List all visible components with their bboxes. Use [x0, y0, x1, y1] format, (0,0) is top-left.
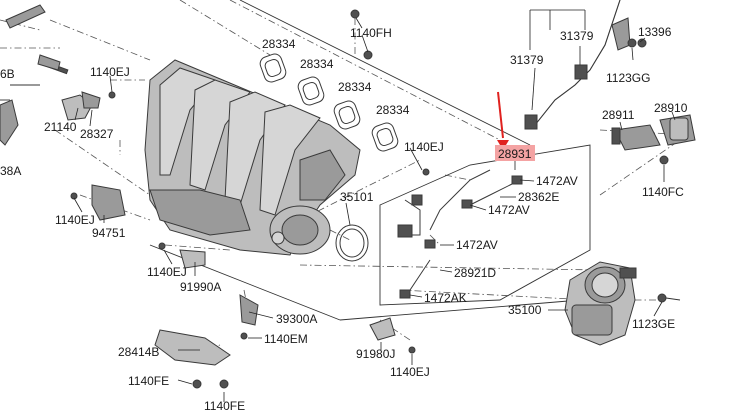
label-1140em[interactable]: 1140EM	[264, 332, 308, 346]
gasket-35101	[335, 224, 369, 262]
highlight-box	[495, 145, 535, 161]
label-1140ej-e[interactable]: 1140EJ	[390, 365, 430, 379]
label-1140fh[interactable]: 1140FH	[350, 26, 392, 40]
label-28362e[interactable]: 28362E	[518, 190, 559, 204]
label-1140ej-c[interactable]: 1140EJ	[147, 265, 187, 279]
label-1472av-c[interactable]: 1472AV	[456, 238, 498, 252]
part-labels: 6B 38A 1140EJ 21140 28327 1140EJ 94751 1…	[0, 25, 688, 413]
label-28334-b[interactable]: 28334	[300, 57, 334, 71]
label-28334-c[interactable]: 28334	[338, 80, 372, 94]
label-28414b[interactable]: 28414B	[118, 345, 159, 359]
small-parts	[0, 4, 681, 389]
label-1123gg[interactable]: 1123GG	[606, 71, 650, 85]
label-94751[interactable]: 94751	[92, 226, 126, 240]
label-1472av-a[interactable]: 1472AV	[536, 174, 578, 188]
label-91990a[interactable]: 91990A	[180, 280, 221, 294]
label-1472ak[interactable]: 1472AK	[424, 291, 467, 305]
purge-valve-28910	[611, 114, 696, 151]
label-1140ej-b[interactable]: 1140EJ	[55, 213, 95, 227]
label-13396[interactable]: 13396	[638, 25, 672, 39]
label-1140fe-a[interactable]: 1140FE	[128, 374, 169, 388]
leader-lines	[73, 9, 676, 402]
label-28921d[interactable]: 28921D	[454, 266, 496, 280]
pcv-hose-group	[397, 169, 523, 299]
gaskets-28334	[259, 53, 399, 152]
label-21140[interactable]: 21140	[44, 120, 77, 134]
label-28334-a[interactable]: 28334	[262, 37, 296, 51]
label-1472av-b[interactable]: 1472AV	[488, 203, 530, 217]
label-1140ej-a[interactable]: 1140EJ	[90, 65, 130, 79]
label-1123ge[interactable]: 1123GE	[632, 317, 675, 331]
label-1140fc[interactable]: 1140FC	[642, 185, 684, 199]
label-31379-b[interactable]: 31379	[560, 29, 594, 43]
intake-manifold	[144, 59, 361, 256]
label-28910[interactable]: 28910	[654, 101, 688, 115]
label-1140ej-d[interactable]: 1140EJ	[404, 140, 444, 154]
throttle-body-35100	[564, 261, 637, 346]
label-1140fe-b[interactable]: 1140FE	[204, 399, 245, 413]
highlight-28931	[495, 91, 535, 161]
label-28334-d[interactable]: 28334	[376, 103, 410, 117]
label-38a[interactable]: 38A	[0, 164, 21, 178]
label-35101[interactable]: 35101	[340, 190, 374, 204]
label-6b[interactable]: 6B	[0, 67, 15, 81]
label-28327[interactable]: 28327	[80, 127, 114, 141]
label-31379-a[interactable]: 31379	[510, 53, 544, 67]
hose-31379	[524, 0, 631, 130]
label-28911[interactable]: 28911	[602, 108, 635, 122]
label-35100[interactable]: 35100	[508, 303, 542, 317]
label-28931[interactable]: 28931	[498, 147, 532, 161]
label-39300a[interactable]: 39300A	[276, 312, 317, 326]
label-91980j[interactable]: 91980J	[356, 347, 395, 361]
